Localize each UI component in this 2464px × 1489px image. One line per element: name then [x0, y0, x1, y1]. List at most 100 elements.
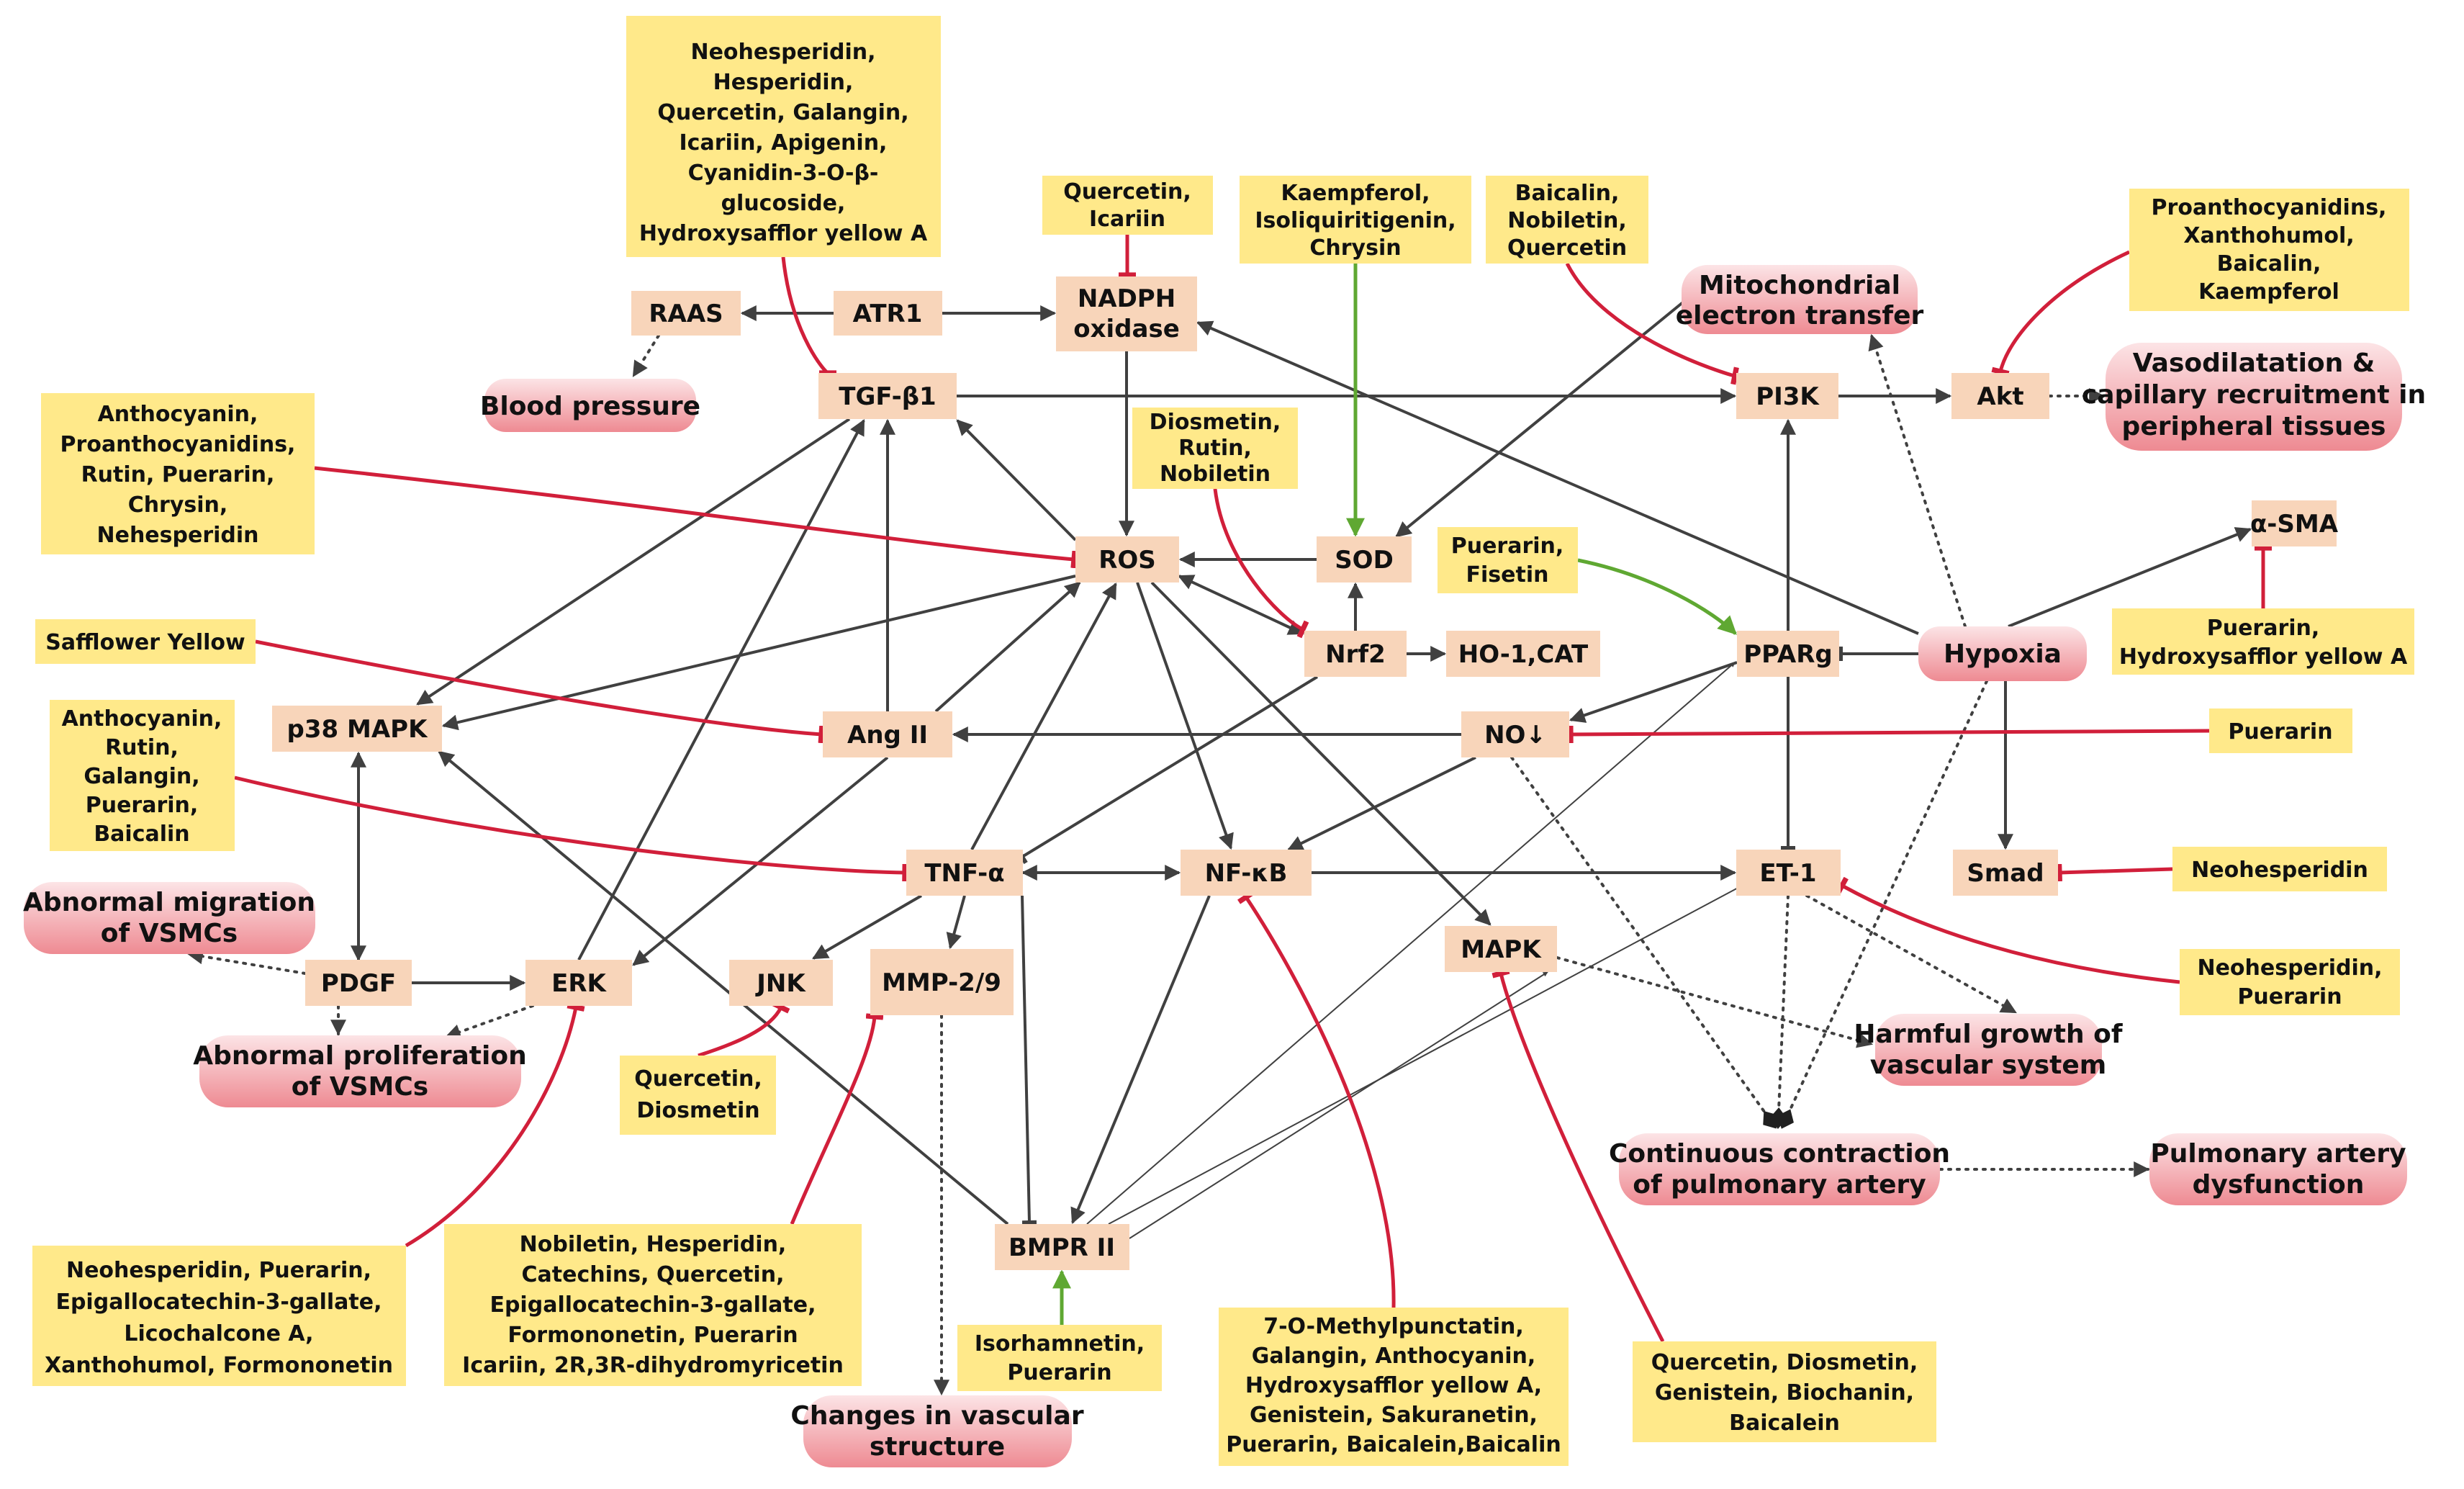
edge-tnf-mmp: [946, 895, 966, 950]
node-nadph-oxidase: NADPH oxidase: [1056, 276, 1197, 351]
inh-tnf: [234, 775, 908, 882]
tgf-inhibitors-box: Neohesperidin, Hesperidin, Quercetin, Ga…: [626, 16, 941, 257]
svg-text:electron transfer: electron transfer: [1676, 301, 1924, 330]
svg-text:Rutin, Puerarin,: Rutin, Puerarin,: [81, 462, 275, 487]
node-bmpr-ii: BMPR II: [995, 1224, 1129, 1270]
edge-hypoxia-nadph: [1196, 320, 1919, 635]
nodes-layer: Neohesperidin, Hesperidin, Quercetin, Ga…: [23, 16, 2426, 1467]
act-pparg: [1577, 558, 1737, 635]
svg-text:NO↓: NO↓: [1484, 721, 1546, 750]
inh-tgf: [781, 256, 837, 376]
svg-text:Baicalin: Baicalin: [94, 822, 189, 847]
svg-text:ATR1: ATR1: [853, 300, 923, 328]
edge-ros-nfkb: [1136, 582, 1234, 850]
mapk-inhibitors-box: Quercetin, Diosmetin, Genistein, Biochan…: [1633, 1341, 1936, 1442]
edge-tnf-ros: [970, 582, 1117, 850]
svg-text:Chrysin,: Chrysin,: [128, 492, 228, 518]
svg-text:p38 MAPK: p38 MAPK: [287, 715, 429, 744]
edge-nrf2-tnf: [1016, 675, 1319, 865]
inh-pi3k: [1565, 262, 1739, 385]
svg-text:Anthocyanin,: Anthocyanin,: [62, 706, 222, 732]
svg-text:Puerarin, Baicalein,Baicalin: Puerarin, Baicalein,Baicalin: [1226, 1432, 1561, 1457]
node-a-sma: α-SMA: [2250, 500, 2339, 546]
node-jnk: JNK: [729, 960, 833, 1006]
edge-ros-p38: [441, 575, 1076, 731]
svg-text:Baicalin,: Baicalin,: [1515, 181, 1620, 206]
node-pi3k: PI3K: [1736, 373, 1838, 419]
svg-text:Puerarin: Puerarin: [2237, 984, 2342, 1009]
svg-text:Quercetin, Diosmetin,: Quercetin, Diosmetin,: [1651, 1350, 1918, 1375]
smad-inhibitors-box: Neohesperidin: [2172, 847, 2387, 891]
edge-mapk-growth: [1556, 956, 1874, 1048]
edge-no-cont: [1510, 756, 1777, 1129]
svg-text:Anthocyanin,: Anthocyanin,: [98, 402, 258, 427]
svg-text:Genistein, Biochanin,: Genistein, Biochanin,: [1655, 1380, 1914, 1405]
svg-text:Xanthohumol, Formononetin: Xanthohumol, Formononetin: [45, 1353, 393, 1378]
node-atr1: ATR1: [834, 291, 942, 336]
svg-text:Nobiletin, Hesperidin,: Nobiletin, Hesperidin,: [520, 1232, 787, 1257]
svg-text:Fisetin: Fisetin: [1466, 562, 1549, 588]
svg-text:Icariin: Icariin: [1089, 207, 1165, 232]
svg-text:Puerarin: Puerarin: [2228, 719, 2332, 744]
svg-text:Licochalcone A,: Licochalcone A,: [124, 1321, 313, 1346]
edge-ros-tgf: [956, 419, 1077, 541]
svg-text:PI3K: PI3K: [1756, 382, 1820, 411]
edge-bmpr-et1: [1108, 885, 1743, 1225]
tnf-inhibitors-box: Anthocyanin, Rutin, Galangin, Puerarin, …: [50, 700, 235, 851]
nfkb-inhibitors-box: 7-O-Methylpunctatin, Galangin, Anthocyan…: [1219, 1308, 1569, 1466]
svg-text:structure: structure: [870, 1432, 1005, 1462]
node-p38-mapk: p38 MAPK: [272, 706, 442, 752]
svg-text:Puerarin,: Puerarin,: [86, 793, 199, 818]
svg-text:Quercetin,: Quercetin,: [634, 1066, 762, 1092]
svg-text:Chrysin: Chrysin: [1309, 235, 1401, 261]
edge-no-nfkb: [1287, 756, 1476, 851]
node-ros: ROS: [1075, 536, 1179, 582]
svg-text:Proanthocyanidins,: Proanthocyanidins,: [60, 432, 296, 457]
svg-text:oxidase: oxidase: [1073, 315, 1180, 343]
nrf2-inhibitors-box: Diosmetin, Rutin, Nobiletin: [1132, 408, 1298, 489]
svg-text:Rutin,: Rutin,: [105, 735, 179, 760]
svg-text:Pulmonary artery: Pulmonary artery: [2150, 1139, 2406, 1169]
svg-text:Isoliquiritigenin,: Isoliquiritigenin,: [1255, 208, 1456, 233]
node-et-1: ET-1: [1736, 850, 1841, 896]
pi3k-inhibitors-box: Baicalin, Nobiletin, Quercetin: [1486, 176, 1648, 264]
edge-hypoxia-asma: [2008, 527, 2252, 628]
svg-text:Kaempferol: Kaempferol: [2198, 279, 2339, 305]
node-mapk: MAPK: [1445, 926, 1557, 972]
node-smad: Smad: [1953, 850, 2058, 896]
inh-ang2: [255, 639, 825, 744]
jnk-inhibitors-box: Quercetin, Diosmetin: [620, 1056, 776, 1135]
inh-nrf2: [1213, 488, 1309, 639]
svg-text:Nobiletin,: Nobiletin,: [1507, 208, 1626, 233]
edge-tnf-jnk: [812, 894, 923, 960]
svg-text:Smad: Smad: [1967, 859, 2044, 888]
mmp-inhibitors-box: Nobiletin, Hesperidin, Catechins, Querce…: [444, 1224, 862, 1386]
svg-text:JNK: JNK: [755, 969, 806, 998]
edge-raas-bp: [632, 334, 660, 377]
svg-text:Neohesperidin,: Neohesperidin,: [2197, 955, 2382, 981]
svg-text:α-SMA: α-SMA: [2250, 510, 2339, 539]
svg-text:Kaempferol,: Kaempferol,: [1281, 181, 1430, 206]
svg-text:Baicalein: Baicalein: [1729, 1411, 1840, 1436]
svg-text:of VSMCs: of VSMCs: [292, 1072, 428, 1102]
inh-erk: [405, 1003, 585, 1248]
svg-text:of VSMCs: of VSMCs: [101, 919, 238, 948]
svg-text:Nobiletin: Nobiletin: [1160, 462, 1271, 487]
svg-text:MMP-2/9: MMP-2/9: [882, 968, 1001, 997]
node-tgf-b1: TGF-β1: [818, 373, 957, 419]
svg-text:glucoside,: glucoside,: [721, 191, 846, 216]
svg-text:Epigallocatechin-3-gallate,: Epigallocatechin-3-gallate,: [55, 1290, 382, 1315]
inh-akt: [1991, 250, 2131, 377]
node-ho1-cat: HO-1,CAT: [1446, 631, 1600, 677]
edge-ros-nrf2: [1178, 575, 1304, 635]
svg-text:Safflower Yellow: Safflower Yellow: [45, 630, 245, 655]
no-inhibitors-box: Puerarin: [2209, 708, 2352, 753]
svg-text:Puerarin,: Puerarin,: [1451, 534, 1564, 559]
svg-text:Continuous contraction: Continuous contraction: [1609, 1139, 1950, 1169]
outcome-harmful-growth: Harmful growth of vascular system: [1854, 1014, 2123, 1086]
outcome-mitochondrial-electron-transfer: Mitochondrial electron transfer: [1676, 265, 1924, 334]
svg-text:Quercetin: Quercetin: [1507, 235, 1627, 261]
ppar-activators-box: Puerarin, Fisetin: [1438, 527, 1578, 593]
svg-text:TGF-β1: TGF-β1: [839, 382, 936, 411]
